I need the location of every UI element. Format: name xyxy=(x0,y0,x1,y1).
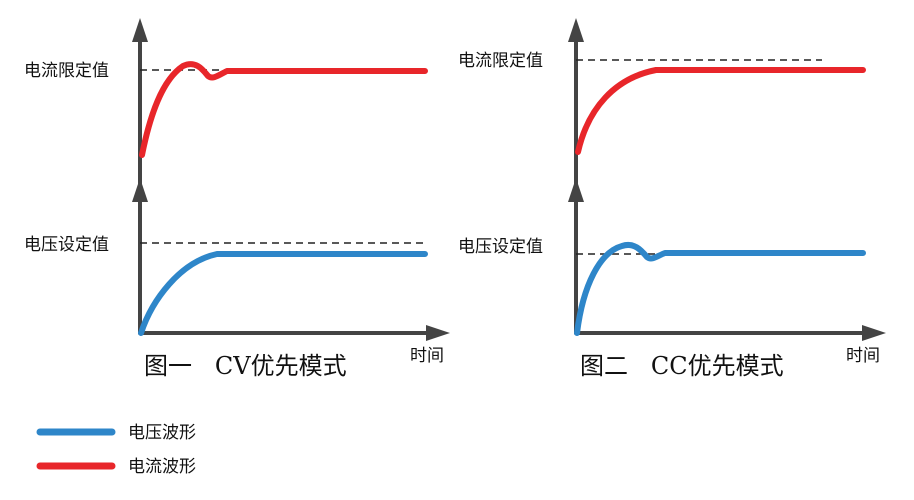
panel-cc-voltage-setpoint-label: 电压设定值 xyxy=(458,237,543,257)
panel-cv-voltage-curve xyxy=(138,251,428,336)
panel-cc-x-arrow-icon xyxy=(862,325,886,341)
panel-cc-voltage-curve xyxy=(574,242,866,336)
panel-cc-caption: 图二 CC优先模式 xyxy=(580,352,784,380)
legend-current-label: 电流波形 xyxy=(128,457,196,477)
panel-cc-current-limit-label: 电流限定值 xyxy=(458,51,543,71)
panel-cv-top-y-arrow-icon xyxy=(132,18,148,42)
panel-cc: 电流限定值 电压设定值 时间 图二 CC优先模式 xyxy=(458,18,886,380)
panel-cc-current-curve xyxy=(575,67,866,155)
legend: 电压波形 电流波形 xyxy=(36,423,196,477)
panel-cv-current-curve xyxy=(139,61,428,158)
panel-cc-top-y-arrow-icon xyxy=(568,18,584,42)
panel-cv-caption: 图一 CV优先模式 xyxy=(144,352,347,380)
panel-cv-bottom-y-arrow-icon xyxy=(132,178,148,202)
panel-cc-time-label: 时间 xyxy=(846,346,880,366)
panel-cv: 电流限定值 电压设定值 时间 图一 CV优先模式 xyxy=(24,18,450,380)
panel-cc-bottom-y-arrow-icon xyxy=(568,178,584,202)
panel-cv-x-arrow-icon xyxy=(426,325,450,341)
panel-cv-voltage-setpoint-label: 电压设定值 xyxy=(24,235,109,255)
legend-voltage-label: 电压波形 xyxy=(128,423,196,443)
panel-cv-current-limit-label: 电流限定值 xyxy=(24,61,109,81)
panel-cv-time-label: 时间 xyxy=(410,346,444,366)
